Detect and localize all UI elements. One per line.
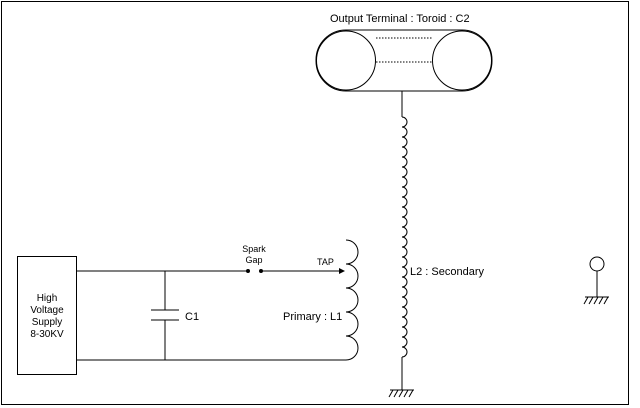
ground-icon [388, 389, 414, 398]
spark-gap-icon [246, 269, 263, 273]
spark-gap-label-line-1: Spark [242, 244, 266, 254]
primary-coil-icon [345, 239, 359, 361]
antenna-terminal-icon [589, 256, 605, 297]
inductor-coil-icon [401, 116, 408, 358]
hv-supply-box [17, 256, 77, 375]
supply-line-3: Supply [32, 317, 63, 328]
supply-line-4: 8-30KV [30, 329, 64, 340]
output-terminal-label: Output Terminal : Toroid : C2 [330, 13, 470, 25]
spark-gap-label-line-2: Gap [245, 255, 262, 265]
ground-icon [583, 296, 609, 305]
capacitor-label: C1 [185, 311, 199, 323]
primary-label: Primary : L1 [283, 311, 342, 323]
tap-arrow-icon [339, 268, 345, 274]
diagram-frame [1, 1, 629, 405]
capacitor-icon [151, 309, 179, 321]
toroid-icon [315, 29, 493, 92]
supply-line-1: High [37, 293, 58, 304]
supply-line-2: Voltage [30, 305, 64, 316]
tap-label: TAP [317, 257, 334, 267]
secondary-label: L2 : Secondary [410, 266, 484, 278]
